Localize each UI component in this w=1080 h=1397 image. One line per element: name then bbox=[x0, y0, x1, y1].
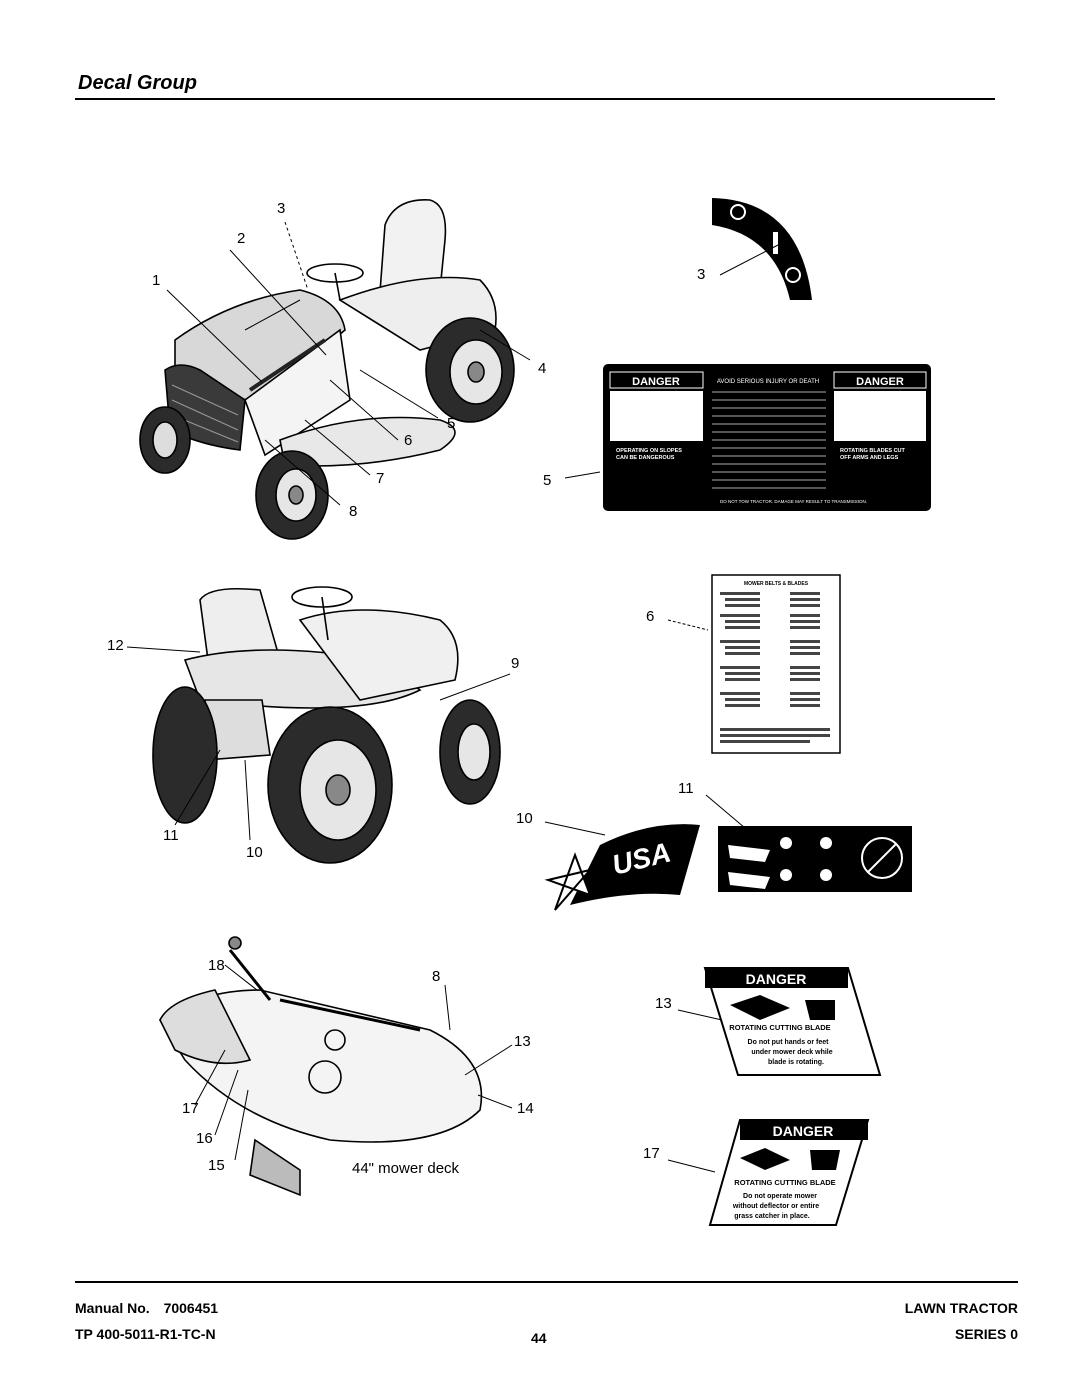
callout-number: 1 bbox=[152, 272, 161, 289]
svg-text:OFF ARMS AND LEGS: OFF ARMS AND LEGS bbox=[840, 455, 899, 461]
big-danger-decal: DANGER DANGER AVOID SERIOUS INJURY OR DE… bbox=[564, 364, 931, 511]
callout-number: 10 bbox=[246, 844, 263, 861]
callout-number: 13 bbox=[514, 1033, 531, 1050]
callout-number: 8 bbox=[432, 968, 441, 985]
title-divider bbox=[75, 98, 995, 100]
svg-text:OPERATING ON SLOPES: OPERATING ON SLOPES bbox=[616, 448, 682, 454]
usa-decal: USA bbox=[544, 821, 700, 911]
callout-number: 12 bbox=[107, 637, 124, 654]
decal-illustrations: DANGER DANGER AVOID SERIOUS INJURY OR DE… bbox=[126, 198, 931, 1226]
tractor-front-illustration bbox=[139, 199, 531, 540]
blade-danger-decal-2: DANGER ROTATING CUTTING BLADE Do not ope… bbox=[667, 1119, 870, 1226]
callout-number: 11 bbox=[678, 780, 694, 797]
svg-text:DO NOT TOW TRACTOR. DAMAGE MAY: DO NOT TOW TRACTOR. DAMAGE MAY RESULT TO… bbox=[720, 499, 867, 504]
svg-text:ROTATING BLADES CUT: ROTATING BLADES CUT bbox=[840, 448, 906, 454]
callout-number: 7 bbox=[376, 470, 385, 487]
callout-number: 17 bbox=[643, 1145, 660, 1162]
callout-number: 18 bbox=[208, 957, 225, 974]
manual-value: 7006451 bbox=[163, 1300, 219, 1316]
callout-number: 3 bbox=[697, 266, 706, 283]
svg-text:Do not put hands or feet: Do not put hands or feet bbox=[748, 1039, 830, 1046]
svg-text:AVOID SERIOUS INJURY OR DEATH: AVOID SERIOUS INJURY OR DEATH bbox=[717, 379, 819, 385]
callout-number: 4 bbox=[538, 360, 547, 377]
svg-text:under mower deck while: under mower deck while bbox=[751, 1049, 832, 1056]
callout-number: 10 bbox=[516, 810, 533, 827]
callout-number: 3 bbox=[277, 200, 286, 217]
deck-caption: 44" mower deck bbox=[352, 1160, 460, 1177]
mower-deck-illustration bbox=[158, 936, 513, 1197]
callout-number: 13 bbox=[655, 995, 672, 1012]
callout-number: 6 bbox=[646, 608, 655, 625]
svg-text:grass catcher in place.: grass catcher in place. bbox=[734, 1213, 810, 1220]
callout-number: 17 bbox=[182, 1100, 199, 1117]
product-name: LAWN TRACTOR bbox=[904, 1300, 1018, 1316]
tp-number: TP 400-5011-R1-TC-N bbox=[75, 1326, 216, 1342]
callout-number: 8 bbox=[349, 503, 358, 520]
callout-number: 16 bbox=[196, 1130, 213, 1147]
svg-text:DANGER: DANGER bbox=[773, 1123, 834, 1139]
callout-number: 2 bbox=[237, 230, 246, 247]
belts-card-decal: MOWER BELTS & BLADES bbox=[667, 574, 841, 754]
ignition-decal bbox=[712, 198, 812, 300]
svg-text:MOWER BELTS & BLADES: MOWER BELTS & BLADES bbox=[744, 581, 809, 587]
svg-text:ROTATING CUTTING BLADE: ROTATING CUTTING BLADE bbox=[729, 1023, 830, 1032]
svg-text:blade is rotating.: blade is rotating. bbox=[768, 1059, 824, 1066]
manual-number: Manual No. 7006451 bbox=[75, 1300, 218, 1316]
manual-label: Manual No. bbox=[75, 1300, 150, 1316]
callout-number: 5 bbox=[447, 415, 456, 432]
series-label: SERIES 0 bbox=[954, 1326, 1018, 1342]
svg-text:ROTATING CUTTING BLADE: ROTATING CUTTING BLADE bbox=[734, 1178, 835, 1187]
page-number: 44 bbox=[531, 1330, 547, 1346]
page-title: Decal Group bbox=[78, 72, 197, 94]
svg-text:DANGER: DANGER bbox=[746, 971, 807, 987]
callout-number: 15 bbox=[208, 1157, 225, 1174]
callout-number: 9 bbox=[511, 655, 520, 672]
svg-text:CAN BE DANGEROUS: CAN BE DANGEROUS bbox=[616, 455, 675, 461]
callout-number: 6 bbox=[404, 432, 413, 449]
callout-number: 14 bbox=[517, 1100, 534, 1117]
tractor-rear-illustration bbox=[126, 586, 511, 864]
blade-danger-decal-1: DANGER ROTATING CUTTING BLADE Do not put… bbox=[677, 967, 882, 1076]
svg-text:without deflector or entire: without deflector or entire bbox=[732, 1203, 819, 1210]
svg-text:Do not operate mower: Do not operate mower bbox=[743, 1193, 817, 1200]
control-decal bbox=[705, 794, 912, 892]
callout-number: 5 bbox=[543, 472, 552, 489]
callout-number: 11 bbox=[163, 827, 179, 844]
svg-text:DANGER: DANGER bbox=[856, 376, 904, 388]
footer-divider bbox=[75, 1281, 1018, 1283]
svg-text:DANGER: DANGER bbox=[632, 376, 680, 388]
